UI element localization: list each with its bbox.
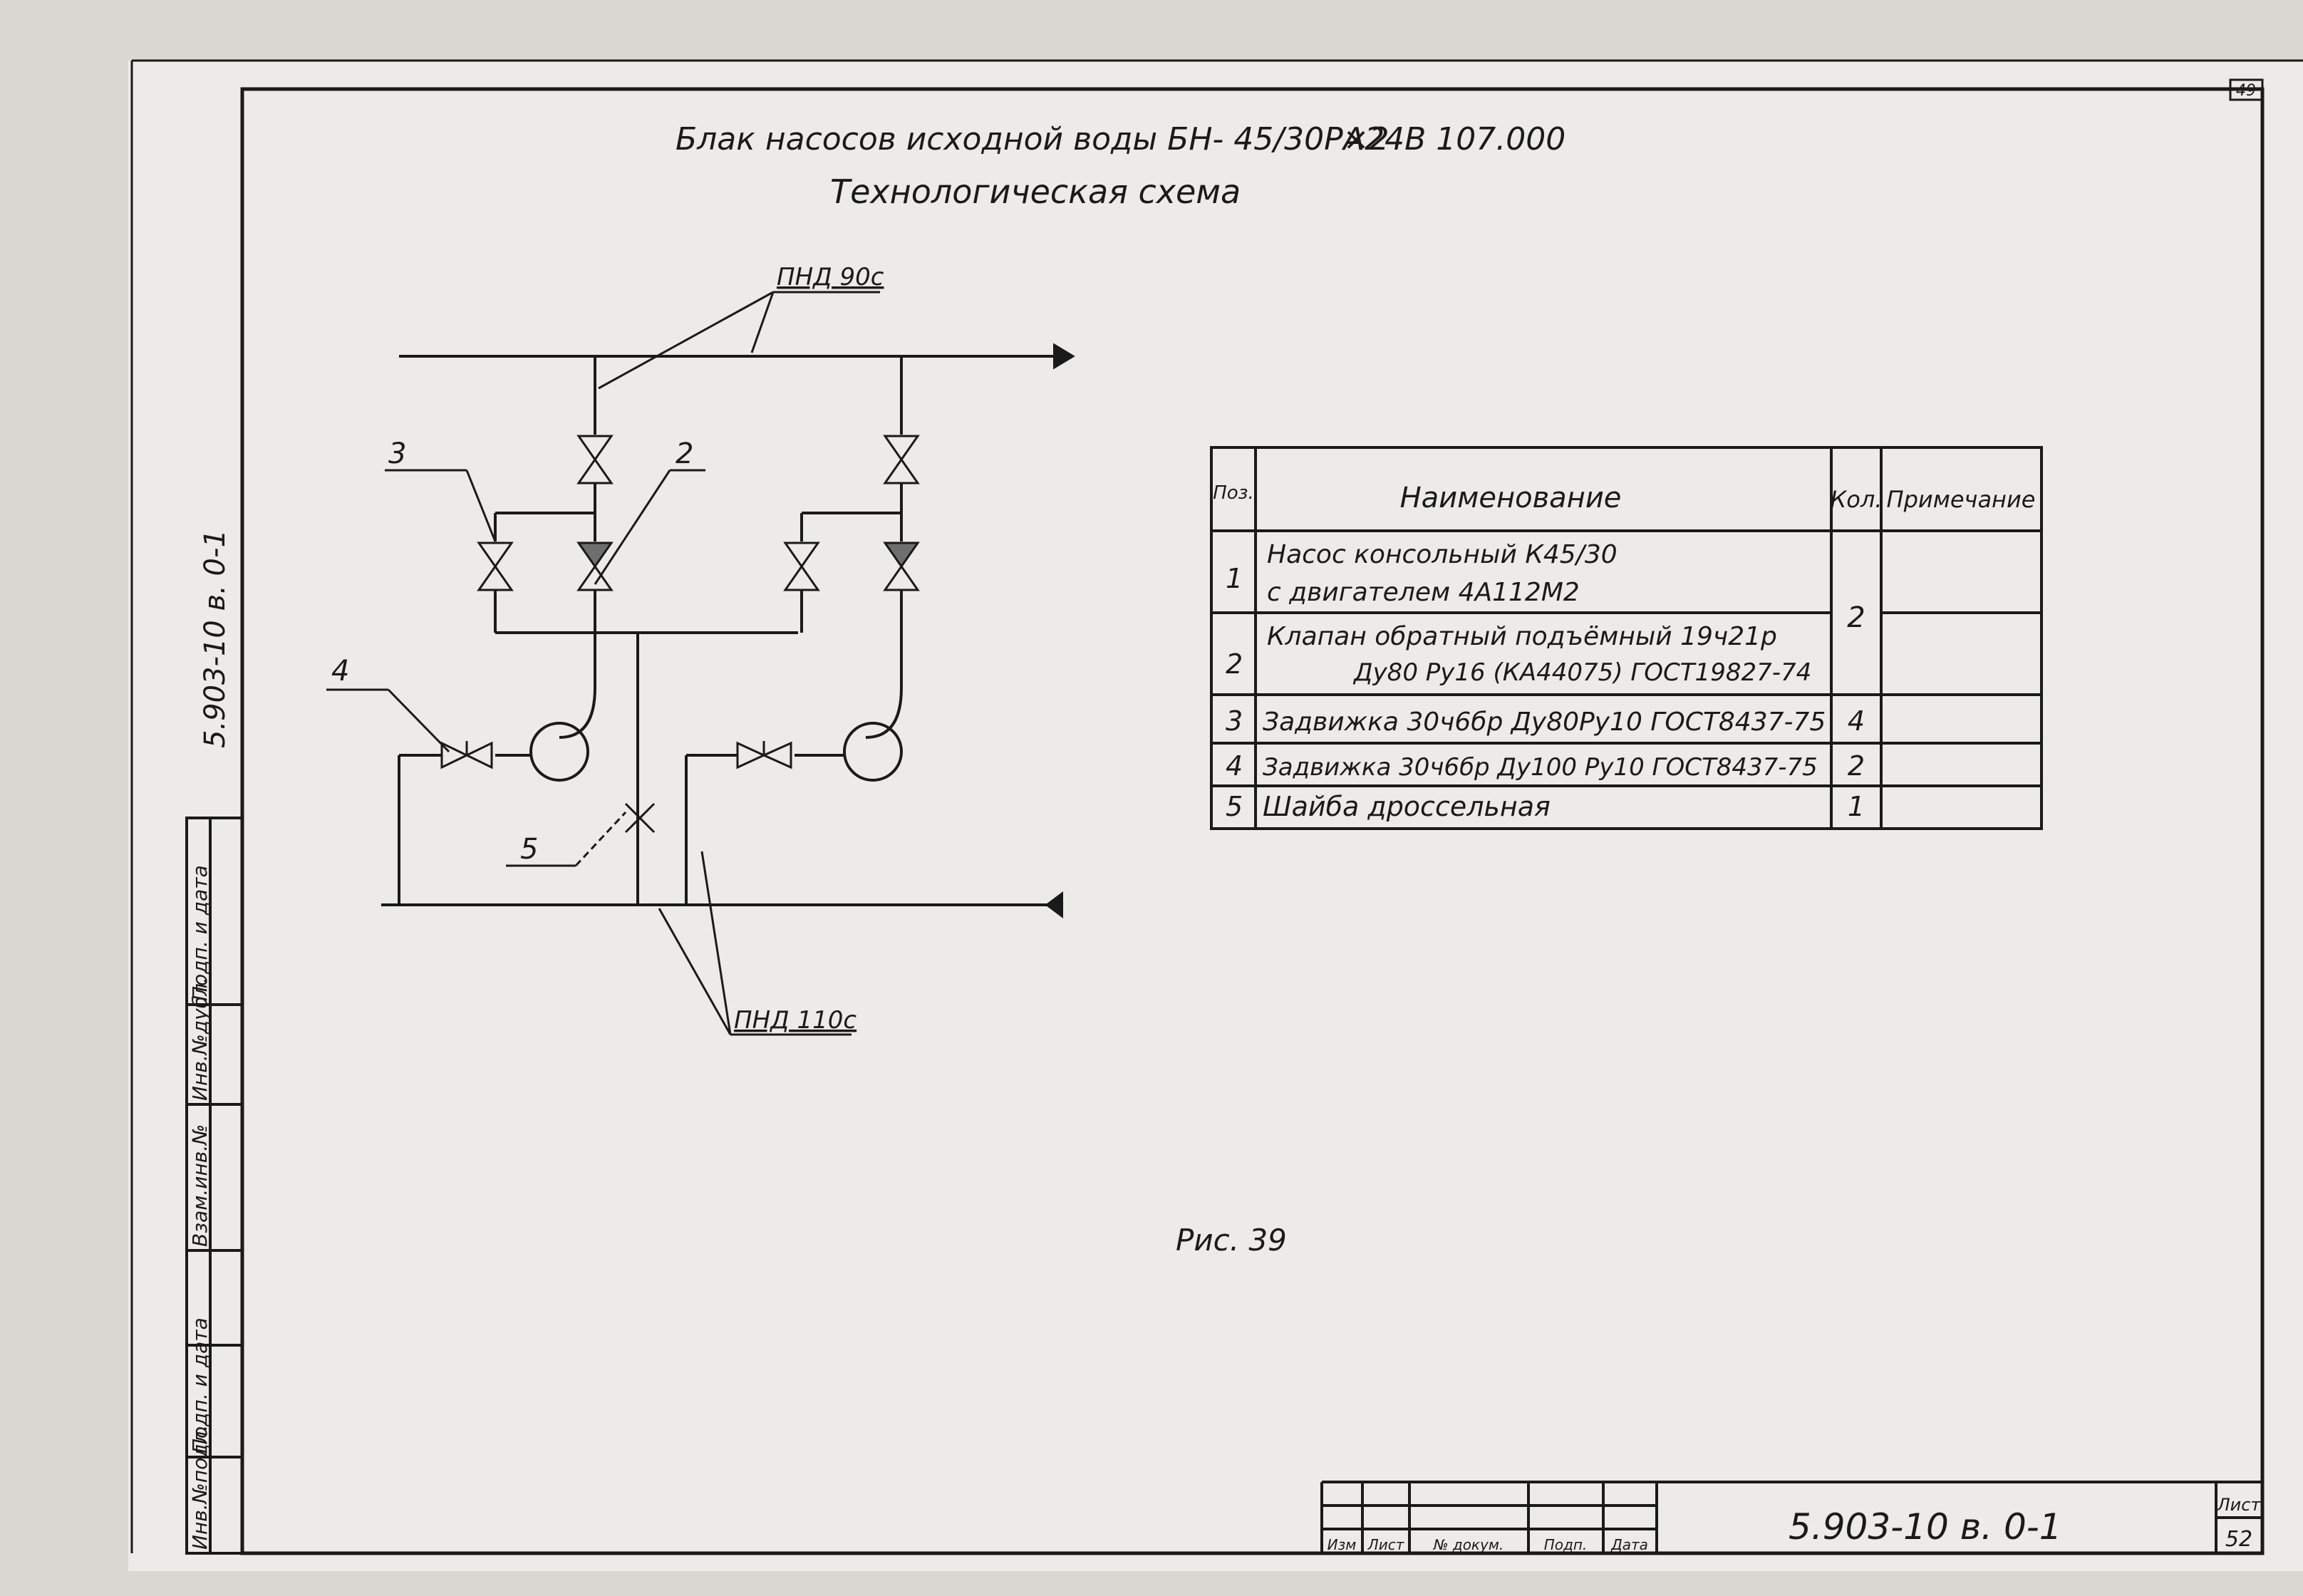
- row4-name: Задвижка 30ч6бр Ду100 Ру10 ГОСТ8437-75: [1263, 753, 1818, 782]
- qty-rows-1-2: 2: [1847, 601, 1865, 634]
- page-number-corner: 49: [2236, 82, 2256, 100]
- title-block-col-list: Лист: [1367, 1536, 1405, 1553]
- corner-box: [2229, 78, 2264, 101]
- table-header-qty: Кол.: [1831, 486, 1883, 513]
- title-block: [1320, 1481, 2262, 1553]
- row1-pos: 1: [1226, 563, 1243, 594]
- valve-4-right-b: [761, 741, 792, 770]
- stamp-podp-data-1: Подп. и дата: [188, 1317, 212, 1454]
- title-code: А24В 107.000: [1341, 121, 1565, 157]
- process-scheme: [326, 291, 1075, 1036]
- title-line1: Блак насосов исходной воды БН- 45/30Р×2: [676, 121, 1389, 157]
- stamp-inv-dubl: Инв.№дубл.: [188, 977, 212, 1101]
- row2-pos: 2: [1226, 648, 1243, 680]
- title-block-sheet-number: 52: [2225, 1527, 2252, 1552]
- valve-3-bypass-right-a: [783, 542, 820, 569]
- callout-4: 4: [331, 655, 349, 688]
- row3-name: Задвижка 30ч6бр Ду80Ру10 ГОСТ8437-75: [1263, 708, 1826, 737]
- title-block-col-podp: Подп.: [1544, 1536, 1588, 1553]
- valve-4-left-b: [464, 741, 493, 770]
- figure-caption: Рис. 39: [1176, 1223, 1287, 1258]
- check-valve-2-right-a: [883, 542, 920, 569]
- left-margin-code: 5.903-10 в. 0-1: [199, 529, 232, 748]
- pump-1-right: [843, 722, 903, 782]
- table-header-pos: Поз.: [1213, 482, 1254, 504]
- row5-pos: 5: [1226, 791, 1243, 822]
- title-block-col-izm: Изм: [1328, 1536, 1357, 1553]
- pump-right-outlet: [865, 687, 903, 739]
- row2-name2: Ду80 Ру16 (КА44075) ГОСТ19827-74: [1352, 658, 1811, 687]
- row5-qty: 1: [1848, 791, 1865, 822]
- row1-name2: с двигателем 4А112М2: [1267, 578, 1580, 607]
- title-block-col-data: Дата: [1610, 1536, 1648, 1553]
- callout-3: 3: [388, 437, 406, 470]
- side-stamp: [185, 817, 244, 1555]
- title-block-doc-code: 5.903-10 в. 0-1: [1789, 1506, 2062, 1548]
- title-block-sheet-label: Лист: [2217, 1495, 2262, 1515]
- row4-pos: 4: [1226, 750, 1243, 782]
- spec-table: [1210, 446, 2043, 830]
- row4-qty: 2: [1848, 750, 1865, 782]
- row2-name1: Клапан обратный подъёмный 19ч21р: [1267, 622, 1777, 651]
- pipe-label-bottom: ПНД 110с: [734, 1006, 856, 1035]
- valve-3-right-top-a: [883, 435, 920, 462]
- row1-name1: Насос консольный К45/30: [1267, 540, 1618, 569]
- valve-3-bypass-left-a: [477, 542, 514, 569]
- pump-1-left: [529, 722, 589, 782]
- row3-qty: 4: [1848, 705, 1865, 737]
- stamp-vzam-inv: Взам.инв.№: [188, 1124, 212, 1247]
- pump-left-outlet: [559, 687, 596, 739]
- callout-5: 5: [520, 833, 538, 866]
- table-header-note: Примечание: [1887, 486, 2036, 513]
- bottom-arrow: [1045, 891, 1063, 918]
- stamp-inv-podl: Инв.№подл.: [188, 1425, 212, 1550]
- table-header-name: Наименование: [1400, 482, 1622, 514]
- top-arrow: [1053, 343, 1075, 370]
- paper: [128, 61, 2303, 1571]
- spec-table-border: [1210, 446, 2043, 830]
- stamp-podp-data-2: Подп. и дата: [188, 865, 212, 1001]
- valve-3-left-top-a: [576, 435, 614, 462]
- row5-name: Шайба дроссельная: [1263, 791, 1551, 822]
- check-valve-2-left-a: [576, 542, 614, 569]
- pipe-label-top: ПНД 90с: [777, 263, 884, 291]
- title-line2: Технологическая схема: [830, 172, 1241, 211]
- callout-2: 2: [676, 437, 693, 470]
- row3-pos: 3: [1226, 705, 1243, 737]
- title-block-col-dokum: № докум.: [1433, 1536, 1504, 1553]
